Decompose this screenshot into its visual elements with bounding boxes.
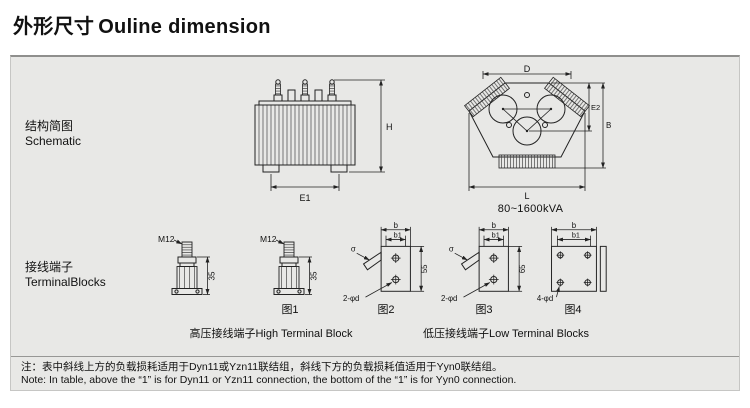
- radiator-bank-bottom: [498, 154, 556, 169]
- dim-label-e1: E1: [299, 193, 310, 203]
- insulator-body: [176, 266, 198, 289]
- high-terminal-caption: 高压接线端子High Terminal Block: [189, 328, 353, 340]
- holes-label: 2-φd: [441, 294, 457, 303]
- threaded-stud: [181, 241, 193, 258]
- hv-terminal-bolt-drawing: M12 35: [158, 234, 217, 295]
- figure-caption: 图3: [475, 304, 493, 316]
- note-line-zh: 注：表中斜线上方的负载损耗适用于Dyn11或Yzn11联结组，斜线下方的负载损耗…: [21, 361, 503, 373]
- terminal-pad: [551, 245, 597, 292]
- dim-b: b: [380, 221, 411, 247]
- dim-d: D: [482, 65, 572, 79]
- nut: [279, 256, 299, 264]
- dim-label-v: 55: [420, 264, 429, 273]
- dim-l: L: [468, 113, 586, 201]
- mounting-bracket: [460, 251, 480, 271]
- holes-label: 2-φd: [343, 294, 359, 303]
- dim-label-b1: b1: [394, 231, 402, 240]
- dim-h: H: [334, 79, 393, 173]
- thread-label: M12: [158, 234, 175, 244]
- figure-bolt-1: M12 35: [157, 221, 219, 317]
- holes: [556, 251, 592, 287]
- holes-label: 4-φd: [537, 294, 553, 303]
- dim-b: B: [555, 82, 611, 169]
- pad-side-view: [599, 245, 607, 292]
- tank-cover: [258, 100, 352, 106]
- insulator-body: [278, 266, 300, 289]
- dimension-panel: 结构简图 Schematic 接线端子 TerminalBlocks: [10, 55, 740, 391]
- schematic-label-zh: 结构简图: [25, 119, 74, 133]
- terminal-plate: [478, 245, 509, 292]
- dim-label-d: D: [524, 65, 531, 74]
- dim-e2: E2: [529, 82, 605, 132]
- dim-label-b1: b1: [492, 231, 500, 240]
- holes: [488, 253, 499, 285]
- thread-label: M12: [260, 234, 277, 244]
- dim-label-v: 65: [518, 264, 527, 273]
- washer: [281, 262, 297, 267]
- schematic-row-label: 结构简图 Schematic: [25, 119, 81, 149]
- lv-terminal-plate-drawing: b b1 σ: [343, 221, 429, 303]
- hv-terminal-bolt-drawing: M12 35: [260, 234, 319, 295]
- radiator-bank-left: [464, 76, 510, 118]
- figure-plate-55: b b1 σ: [341, 221, 431, 317]
- figure-caption: 图2: [377, 304, 395, 316]
- base-feet: [262, 164, 348, 173]
- dim-v: 55: [410, 245, 429, 292]
- dim-label-35: 35: [310, 271, 319, 280]
- flange: [273, 288, 305, 295]
- terminal-label-zh: 接线端子: [25, 260, 74, 274]
- washer: [179, 262, 195, 267]
- dim-label-l: L: [524, 191, 529, 201]
- transformer-side-view-drawing: H E1: [254, 79, 393, 203]
- figure-pad: b b1: [535, 221, 611, 317]
- threaded-stud: [283, 241, 295, 258]
- dim-label-b: b: [572, 221, 577, 230]
- dim-label-b: b: [394, 221, 399, 230]
- dim-e1: E1: [270, 174, 340, 203]
- dim-v: 65: [508, 245, 527, 292]
- schematic-label-en: Schematic: [25, 134, 82, 148]
- figure-bolt-2: M12 35 图1: [259, 221, 321, 317]
- dim-b: b: [551, 221, 597, 247]
- flange: [171, 288, 203, 295]
- nut: [177, 256, 197, 264]
- dim-35: 35: [197, 256, 217, 295]
- dim-b1: b1: [385, 231, 406, 247]
- terminal-plate: [380, 245, 411, 292]
- holes: [390, 253, 401, 285]
- terminal-row-label: 接线端子 TerminalBlocks: [25, 260, 106, 290]
- dim-label-b: B: [606, 121, 611, 130]
- figure-plate-65: b b1 σ: [439, 221, 529, 317]
- tank-body: [254, 104, 356, 166]
- mounting-bracket: [362, 251, 382, 271]
- bushings: [273, 79, 337, 102]
- windings: [488, 92, 566, 146]
- dim-label-h: H: [386, 122, 393, 132]
- dim-b1: b1: [483, 231, 504, 247]
- transformer-top-view-drawing: D: [464, 65, 611, 201]
- lv-terminal-pad-drawing: b b1: [537, 221, 607, 303]
- dim-b: b: [478, 221, 509, 247]
- note-line-en: Note: In table, above the “1” is for Dyn…: [21, 374, 517, 386]
- thickness-label: σ: [351, 244, 356, 253]
- low-terminal-caption: 低压接线端子Low Terminal Blocks: [422, 328, 590, 340]
- thickness-label: σ: [449, 244, 454, 253]
- rating-label: 80~1600kVA: [497, 203, 564, 215]
- dim-label-e2: E2: [591, 103, 600, 112]
- dim-label-b1: b1: [572, 231, 580, 240]
- note: 注：表中斜线上方的负载损耗适用于Dyn11或Yzn11联结组，斜线下方的负载损耗…: [11, 356, 739, 390]
- dim-b1: b1: [556, 231, 591, 247]
- radiator-bank-right: [544, 76, 590, 118]
- lv-terminal-plate-drawing: b b1 σ: [441, 221, 527, 303]
- terminal-label-en: TerminalBlocks: [25, 275, 106, 289]
- figure-caption: 图4: [564, 304, 582, 316]
- dim-label-35: 35: [208, 271, 217, 280]
- figure-caption: 图1: [281, 304, 299, 316]
- dim-label-b: b: [492, 221, 497, 230]
- page-title-zh: 外形尺寸: [13, 16, 95, 38]
- page-title-en: Ouline dimension: [98, 16, 271, 38]
- dim-35: 35: [299, 256, 319, 295]
